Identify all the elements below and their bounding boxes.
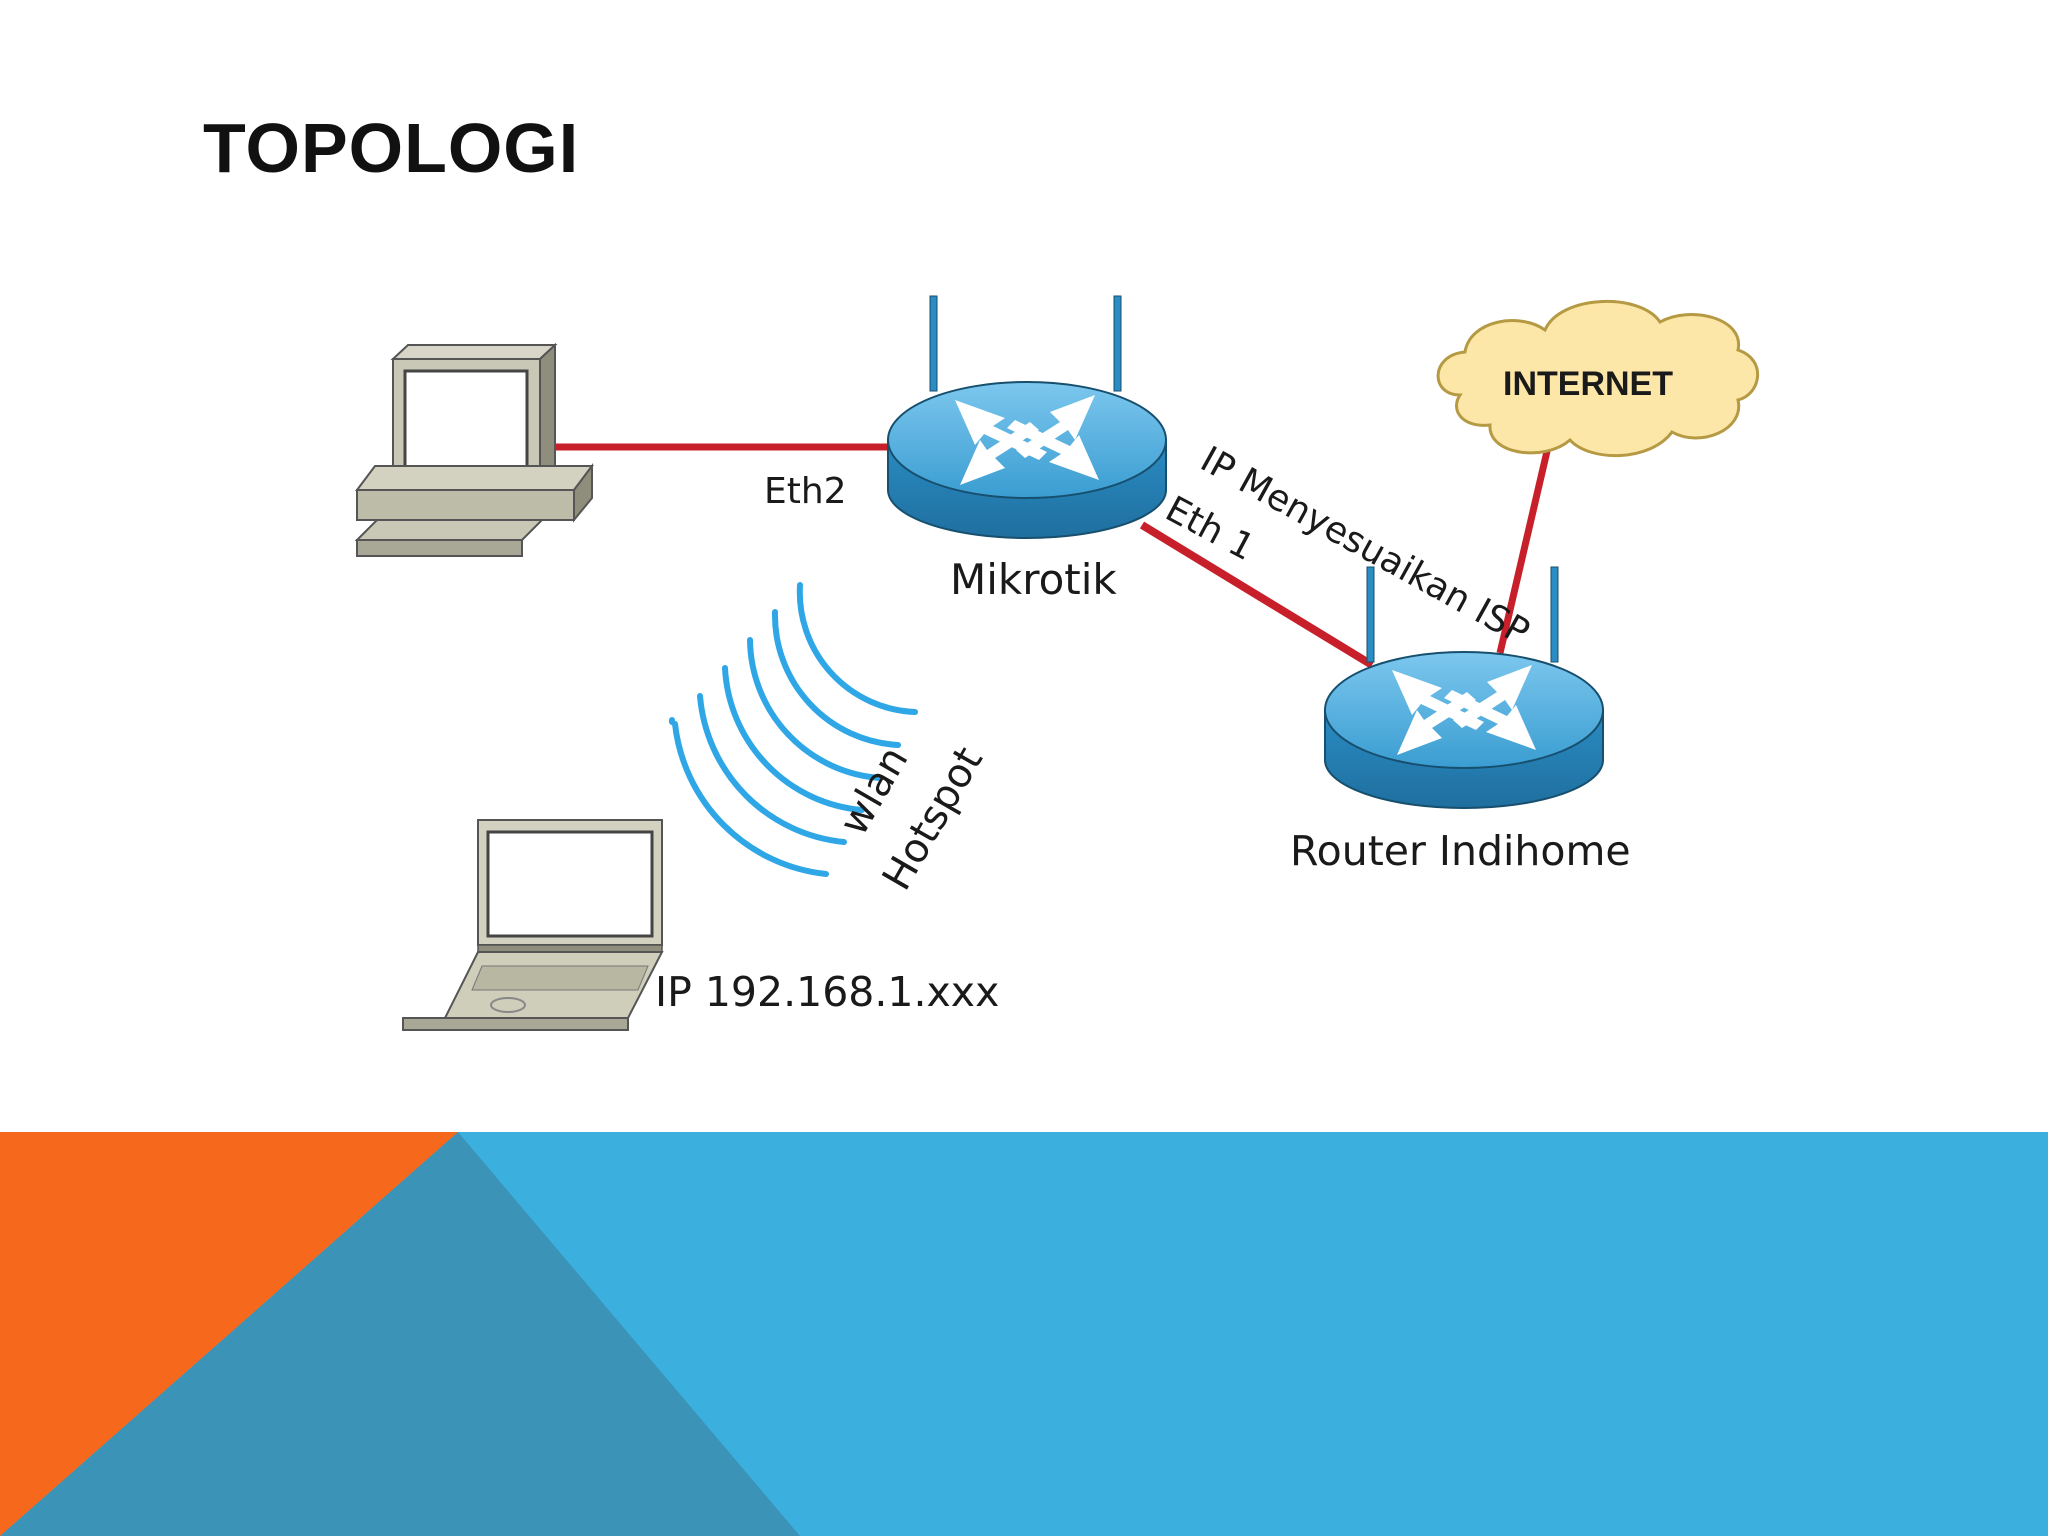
mikrotik-label: Mikrotik: [950, 555, 1117, 604]
footer-decoration: [0, 1132, 2048, 1536]
desktop-computer-icon: [354, 342, 594, 557]
eth2-label: Eth2: [764, 471, 847, 512]
indihome-router-icon: [1324, 566, 1604, 809]
mikrotik-router-icon: [887, 295, 1167, 539]
footer-orange-triangle: [0, 1132, 458, 1536]
slide-title: TOPOLOGI: [203, 109, 580, 187]
laptop-icon: [402, 819, 664, 1031]
footer-dark-blue-triangle: [0, 1132, 800, 1536]
wireless-signal-icon: [669, 582, 918, 877]
laptop-ip-label: IP 192.168.1.xxx: [655, 968, 999, 1016]
router-indihome-label: Router Indihome: [1290, 827, 1631, 875]
link-indihome-internet: [1496, 446, 1552, 654]
link-mikrotik-indihome: [1139, 521, 1375, 669]
internet-cloud-icon: [1436, 299, 1759, 457]
network-topology-diagram: Eth2 Mikrotik Eth 1 IP Menyesuaikan ISP …: [354, 295, 1759, 1031]
internet-label: INTERNET: [1503, 365, 1673, 403]
